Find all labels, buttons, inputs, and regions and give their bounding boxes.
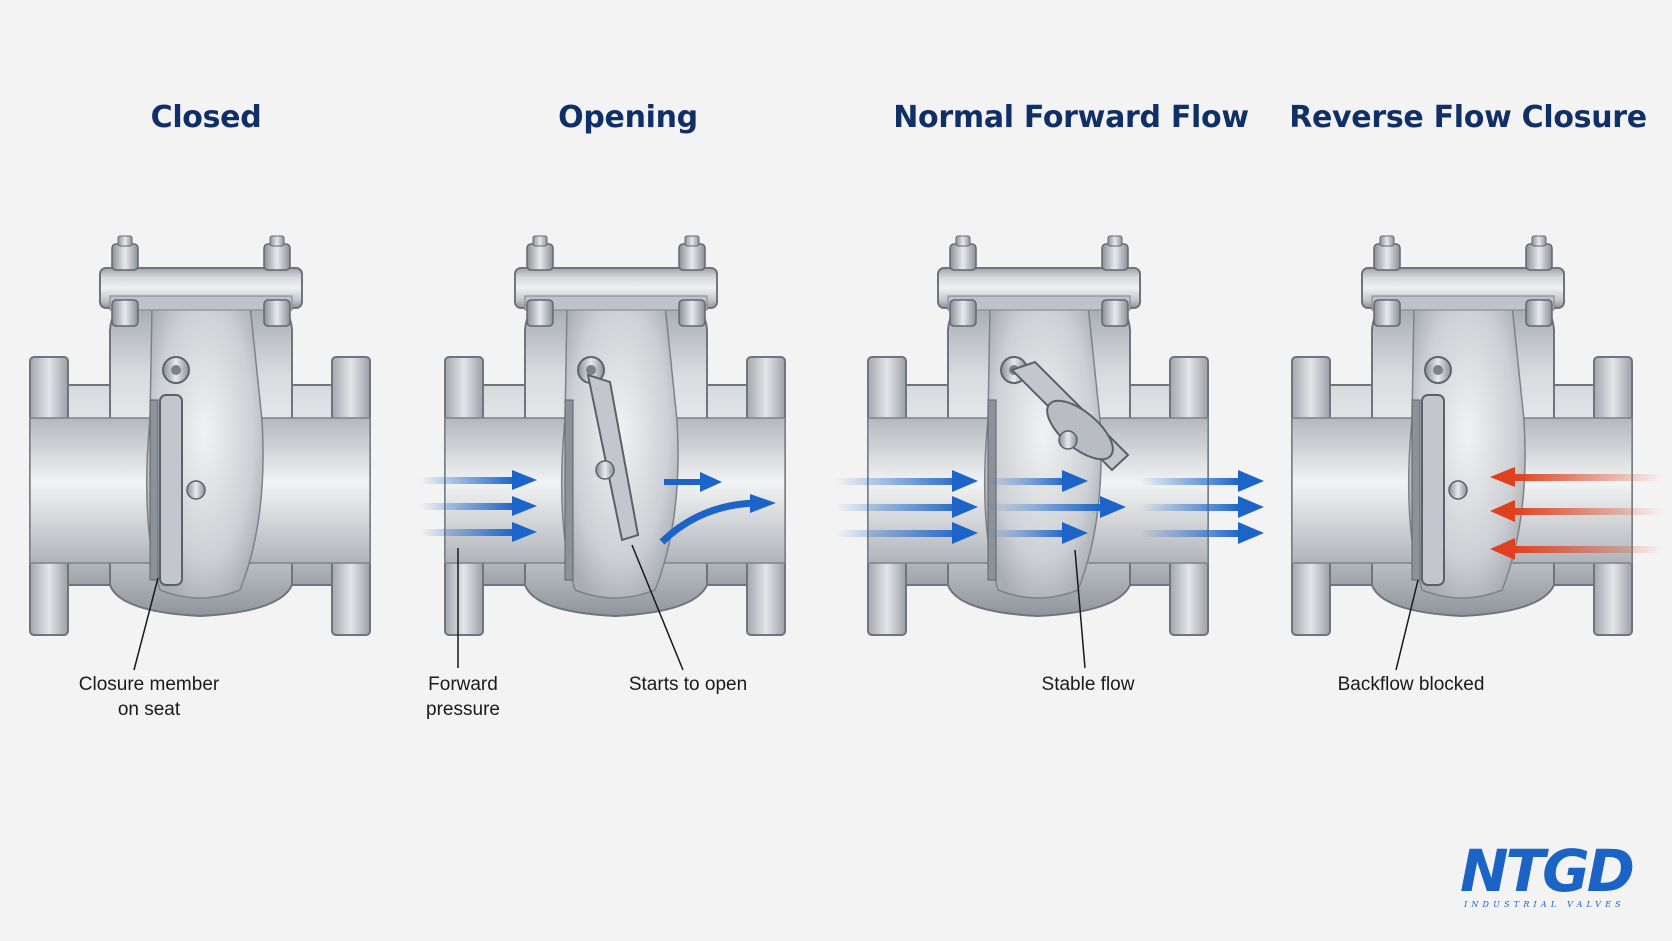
valve-closed — [29, 235, 371, 671]
label-closure-member: Closure member on seat — [78, 674, 220, 720]
logo-subtitle: INDUSTRIAL VALVES — [1464, 900, 1625, 909]
forward-arrows-through — [659, 472, 776, 545]
forward-arrows-stable — [835, 470, 1264, 544]
leader-line-starts-to-open — [631, 544, 684, 671]
ntgd-logo: NTGD INDUSTRIAL VALVES — [1460, 837, 1640, 909]
stage-title-reverse-flow-closure: Reverse Flow Closure — [1289, 100, 1647, 135]
label-stable-flow: Stable flow — [1041, 674, 1135, 695]
closure-disc-opening — [586, 373, 640, 542]
forward-arrows-inlet — [420, 470, 537, 542]
valve-opening — [420, 235, 786, 671]
valve-normal-flow — [835, 235, 1264, 669]
label-backflow-blocked: Backflow blocked — [1337, 674, 1485, 695]
leader-line-stable-flow — [1074, 549, 1086, 669]
reverse-arrows — [1490, 467, 1663, 560]
valve-reverse-closure — [1291, 235, 1663, 671]
leader-line-backflow — [1395, 579, 1419, 671]
label-starts-to-open: Starts to open — [628, 674, 748, 695]
stage-title-closed: Closed — [150, 100, 262, 135]
label-forward-pressure: Forward pressure — [426, 674, 500, 720]
stage-title-normal-forward-flow: Normal Forward Flow — [893, 100, 1249, 135]
closure-disc-closed — [159, 394, 183, 586]
logo-wordmark: NTGD — [1460, 837, 1635, 905]
stage-title-opening: Opening — [558, 100, 698, 135]
closure-disc-reverse — [1421, 394, 1445, 586]
leader-line-closure — [133, 577, 159, 671]
